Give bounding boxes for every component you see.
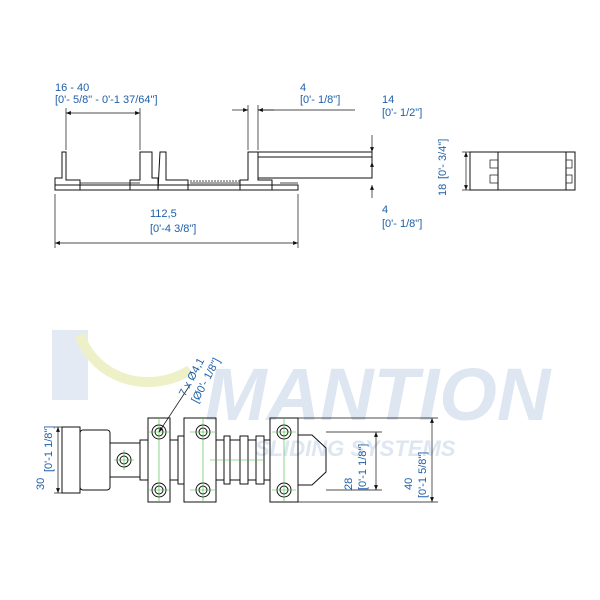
dim-overall-length-metric: 112,5: [150, 208, 177, 220]
ridge: [169, 439, 179, 481]
side-base-rail: [54, 184, 299, 191]
dim-width-range-imperial: [0'- 5/8" - 0'-1 37/64"]: [55, 94, 158, 106]
dim-overall-length-imperial: [0'-4 3/8"]: [150, 223, 196, 235]
dim-outer-imperial: [0'-1 5/8"]: [417, 452, 429, 498]
dim-inner-metric: 28: [343, 478, 355, 490]
watermark-tagline: SLIDING SYSTEMS: [255, 436, 456, 461]
side-block-1: [54, 151, 81, 191]
end-view-notch: [489, 159, 499, 169]
dim-height-metric: 18: [437, 184, 449, 196]
dim-inner-imperial: [0'-1 1/8"]: [357, 444, 369, 490]
dim-bottom-metric: 4: [382, 204, 388, 216]
dim-left-metric: 30: [35, 478, 47, 490]
glass-panel: [258, 151, 373, 179]
end-view-notch: [565, 174, 573, 184]
dim-top-imperial: [0'- 1/2"]: [382, 107, 422, 119]
side-block-3: [157, 151, 189, 191]
dim-gap-metric: 4: [300, 82, 306, 94]
side-block-4: [239, 151, 273, 191]
end-cap-left: [61, 426, 81, 494]
watermark-brand: MANTION: [205, 353, 552, 436]
end-view: 18 [0'- 3/4"]: [437, 139, 576, 196]
side-view: 16 - 40 [0'- 5/8" - 0'-1 37/64"] 4 [0'- …: [54, 82, 422, 248]
dim-top-metric: 14: [382, 94, 394, 106]
dim-gap-imperial: [0'- 1/8"]: [300, 94, 340, 106]
dim-left-imperial: [0'-1 1/8"]: [43, 426, 55, 472]
end-view-notch: [489, 174, 499, 184]
ridge: [139, 439, 149, 481]
ridge: [177, 435, 185, 485]
side-block-2: [129, 151, 159, 191]
dim-bottom-imperial: [0'- 1/8"]: [382, 218, 422, 230]
end-cap-body: [79, 429, 111, 491]
dim-outer-metric: 40: [403, 478, 415, 490]
dim-height-imperial: [0'- 3/4"]: [437, 139, 449, 179]
end-view-body: [469, 151, 576, 191]
watermark: MANTION SLIDING SYSTEMS: [52, 330, 552, 461]
top-view: 7 x Ø4,1 [Ø0'- 1/8"] 30 [0'-1 1/8"] 28 […: [35, 356, 438, 503]
watermark-logo-swoosh: [75, 333, 193, 388]
hole-leader: [158, 384, 191, 433]
dim-width-range-metric: 16 - 40: [55, 82, 89, 94]
right-tongue: [297, 434, 327, 486]
end-view-notch: [565, 159, 573, 169]
